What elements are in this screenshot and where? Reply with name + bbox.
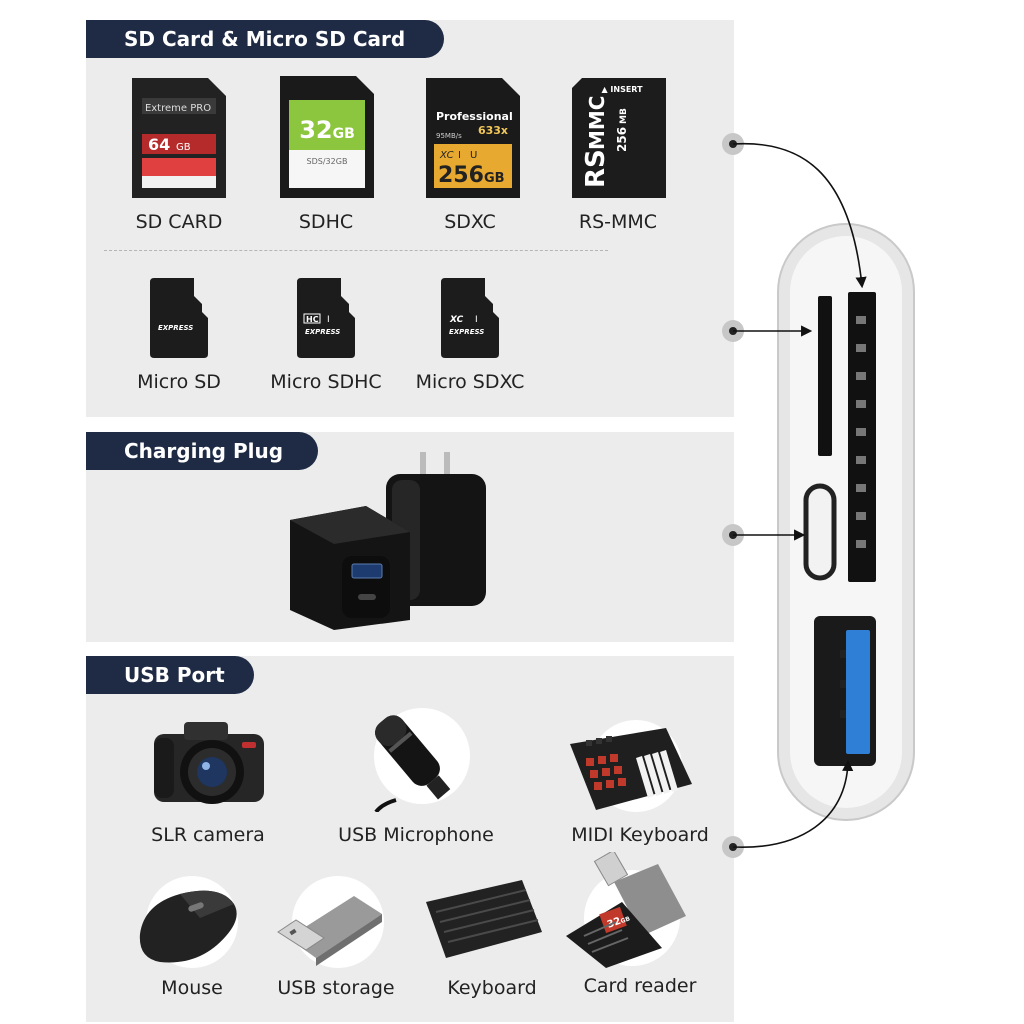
micro-sdhc-card-icon: HC I EXPRESS — [297, 278, 355, 358]
usb-storage-icon — [277, 876, 384, 968]
micro-sd-slot — [818, 296, 832, 456]
sd-card-capacity: 64 — [148, 135, 170, 154]
micro-sdhc-label: Micro SDHC — [270, 371, 382, 393]
card-reader-icon: 32GB — [566, 852, 686, 968]
sdxc-speed: 95MB/s — [436, 132, 462, 140]
mouse-label: Mouse — [161, 977, 223, 999]
keyboard-label: Keyboard — [447, 977, 537, 999]
sdxc-unit: GB — [484, 171, 505, 186]
rs-mmc-rs: RS — [581, 149, 611, 188]
sdhc-model: SDS/32GB — [307, 157, 348, 166]
keyboard-icon — [426, 880, 542, 958]
rs-mmc-label: RS-MMC — [578, 211, 658, 233]
sdxc-uhs: U — [470, 150, 477, 161]
section-divider — [104, 250, 608, 251]
micro-sdhc-bus: I — [327, 315, 330, 325]
sdhc-card-icon: 32GB SDS/32GB — [280, 76, 374, 198]
usb-arrow — [732, 759, 854, 848]
micro-sdhc-class: HC — [306, 315, 319, 324]
micro-sdhc-text: EXPRESS — [305, 328, 340, 336]
sdxc-label: SDXC — [444, 211, 496, 233]
mouse-icon — [139, 876, 238, 968]
micro-sdxc-card-icon: XC I EXPRESS — [441, 278, 499, 358]
usb-port-section-title: USB Port — [86, 656, 254, 694]
charging-plug-section-title: Charging Plug — [86, 432, 318, 470]
svg-text:256GB: 256GB — [438, 163, 505, 188]
svg-text:256MB: 256 MB — [615, 108, 629, 152]
charging-plug-icon — [290, 452, 486, 630]
micro-sdxc-text: EXPRESS — [449, 328, 484, 336]
usb-storage-label: USB storage — [277, 977, 395, 999]
sd-card-section-title: SD Card & Micro SD Card — [86, 20, 444, 58]
micro-sdxc-class: XC — [449, 315, 464, 325]
sdhc-label: SDHC — [298, 211, 354, 233]
card-reader-label: Card reader — [583, 975, 697, 997]
card-reader-unit: GB — [620, 915, 632, 925]
sd-card-brand: Extreme PRO — [145, 103, 211, 114]
rs-mmc-unit: MB — [619, 108, 629, 124]
sdxc-card-icon: Professional 633x 95MB/s XC I U 256GB — [426, 78, 520, 198]
sdxc-brand: Professional — [436, 110, 513, 123]
svg-text:32GB: 32GB — [299, 116, 355, 144]
micro-sd-label: Micro SD — [137, 371, 221, 393]
svg-text:▲ INSERT: ▲ INSERT — [601, 85, 643, 94]
micro-sdxc-label: Micro SDXC — [415, 371, 525, 393]
midi-keyboard-icon — [570, 720, 692, 812]
sd-card-label: SD CARD — [135, 211, 223, 233]
rs-mmc-capacity: 256 — [615, 127, 629, 152]
sdxc-bus: I — [458, 150, 461, 161]
sdxc-speed-rating: 633x — [478, 124, 508, 137]
midi-keyboard-label: MIDI Keyboard — [571, 824, 709, 846]
usb-microphone-label: USB Microphone — [338, 824, 494, 846]
rs-mmc-mmc: MMC — [585, 96, 609, 150]
sd-card-slot — [848, 292, 876, 582]
sd-card-arrow — [732, 142, 867, 289]
slr-camera-label: SLR camera — [151, 824, 265, 846]
sdhc-unit: GB — [333, 126, 355, 142]
rs-mmc-insert: INSERT — [610, 85, 643, 94]
micro-sd-card-icon: EXPRESS — [150, 278, 208, 358]
micro-sdxc-bus: I — [475, 315, 478, 325]
sdxc-class: XC — [439, 150, 454, 161]
card-reader-adapter — [777, 223, 915, 821]
sd-card-icon: Extreme PRO 64 GB — [132, 78, 226, 198]
sd-card-unit: GB — [176, 142, 191, 153]
micro-sd-text: EXPRESS — [158, 324, 193, 332]
sdxc-capacity: 256 — [438, 163, 484, 188]
usb-c-charging-port — [803, 483, 837, 581]
sdhc-capacity: 32 — [299, 116, 332, 144]
camera-icon — [154, 722, 264, 804]
microphone-icon — [374, 708, 470, 812]
rs-mmc-card-icon: ▲ INSERT RS MMC 256 MB — [572, 78, 666, 198]
